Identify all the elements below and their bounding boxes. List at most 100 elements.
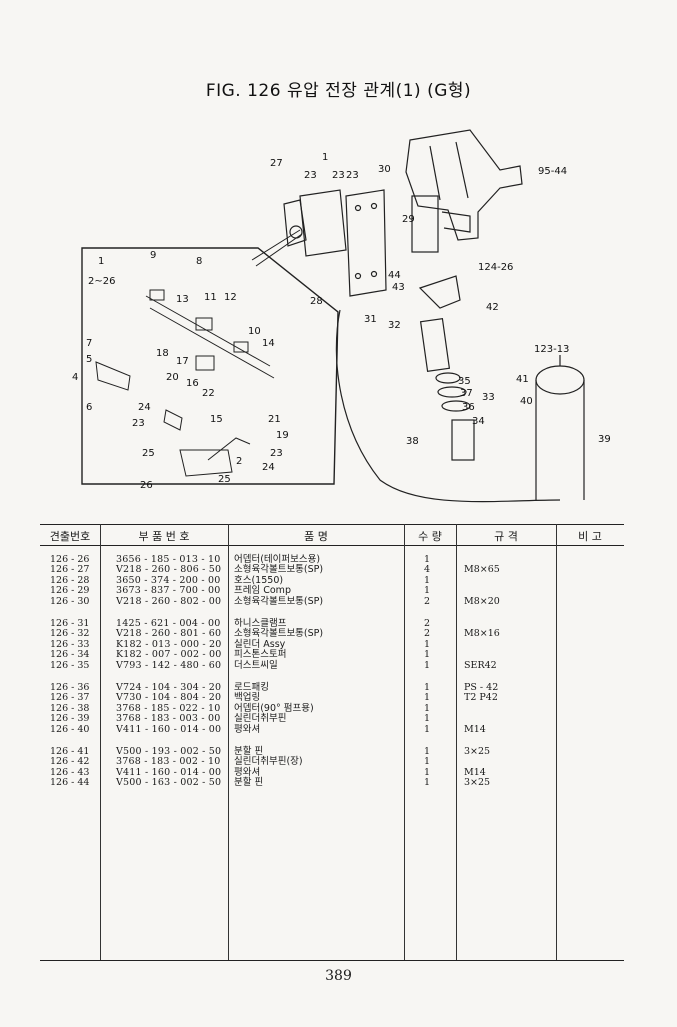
- callout: 33: [482, 392, 495, 403]
- specification: M8×65: [464, 564, 500, 576]
- quantity: 2: [424, 628, 431, 640]
- bottom-rule: [40, 960, 624, 961]
- callout: 9: [150, 250, 156, 261]
- callout: 30: [378, 164, 391, 175]
- specification: M14: [464, 723, 486, 735]
- specification: SER42: [464, 659, 497, 671]
- callout: 23: [332, 170, 345, 181]
- page-number: 389: [325, 968, 352, 984]
- header-qty: 수 량: [418, 530, 442, 543]
- part-ref-no: 126 - 41: [50, 746, 90, 757]
- quantity: 1: [424, 574, 431, 586]
- column-mount: [535, 355, 585, 500]
- specification: M8×20: [464, 595, 500, 607]
- part-number: 3656 - 185 - 013 - 10: [116, 554, 221, 565]
- callout: 31: [364, 314, 377, 325]
- callout: 26: [140, 480, 153, 491]
- callout: 44: [388, 270, 401, 281]
- callout: 14: [262, 338, 275, 349]
- callout: 24: [138, 402, 151, 413]
- callout: 32: [388, 320, 401, 331]
- specification: T2 P42: [464, 692, 498, 704]
- part-ref-no: 126 - 30: [50, 595, 90, 607]
- quantity: 2: [424, 618, 431, 629]
- callout: 39: [598, 434, 611, 445]
- part-number: 3768 - 183 - 003 - 00: [116, 713, 221, 725]
- callout: 12: [224, 292, 237, 303]
- column-divider: [456, 524, 457, 960]
- callout: 22: [202, 388, 215, 399]
- callout: 1: [98, 256, 104, 267]
- specification: 3×25: [464, 746, 491, 757]
- inset-leader: [255, 233, 303, 267]
- part-ref-no: 126 - 27: [50, 564, 90, 576]
- main-frame: [405, 129, 523, 253]
- header-name: 품 명: [304, 530, 328, 543]
- quantity: 1: [424, 649, 431, 661]
- part-ref-no: 126 - 31: [50, 618, 90, 629]
- exploded-parts-diagram: 27 1 23 23 23 30 95-44 29 124-26 44 43 2…: [0, 100, 677, 520]
- callout: 21: [268, 414, 281, 425]
- part-number: 3650 - 374 - 200 - 00: [116, 574, 221, 586]
- callout: 17: [176, 356, 189, 367]
- quantity: 1: [424, 756, 431, 768]
- figure-title: FIG. 126 유압 전장 관계(1) (G형): [205, 81, 472, 101]
- column-divider: [100, 524, 101, 960]
- part-number: V218 - 260 - 806 - 50: [116, 564, 222, 576]
- callout: 7: [86, 338, 92, 349]
- callout-labels: 27 1 23 23 23 30 95-44 29 124-26 44 43 2…: [72, 152, 611, 491]
- part-ref-no: 126 - 43: [50, 766, 90, 778]
- header-part-no: 부 품 번 호: [138, 530, 190, 543]
- part-ref-no: 126 - 28: [50, 574, 90, 586]
- callout: 43: [392, 282, 405, 293]
- callout: 6: [86, 402, 92, 413]
- callout: 4: [72, 372, 78, 383]
- table-row: 126 - 28 3650 - 374 - 200 - 00 호스(1550) 1: [40, 575, 624, 587]
- part-name: 피스톤스토퍼: [234, 649, 287, 661]
- part-name: 호스(1550): [234, 574, 284, 586]
- callout: 25: [142, 448, 155, 459]
- quantity: 2: [424, 595, 431, 607]
- valve-block: [283, 189, 347, 257]
- part-ref-no: 126 - 35: [50, 659, 90, 671]
- callout: 124-26: [478, 262, 513, 273]
- inset-detail-frame: [81, 247, 339, 485]
- callout: 19: [276, 430, 289, 441]
- part-ref-no: 126 - 42: [50, 756, 90, 768]
- table-header: 견출번호 부 품 번 호 품 명 수 량 규 격 비 고: [40, 524, 624, 546]
- callout: 1: [322, 152, 328, 163]
- part-number: V218 - 260 - 801 - 60: [116, 628, 222, 640]
- quantity: 1: [424, 585, 431, 597]
- quantity: 1: [424, 713, 431, 725]
- header-no: 견출번호: [49, 530, 91, 543]
- callout: 23: [346, 170, 359, 181]
- part-number: V500 - 163 - 002 - 50: [116, 777, 222, 789]
- callout: 42: [486, 302, 499, 313]
- callout: 23: [132, 418, 145, 429]
- part-ref-no: 126 - 44: [50, 777, 90, 789]
- column-divider: [228, 524, 229, 960]
- hose: [335, 309, 561, 503]
- part-name: 하니스클램프: [234, 618, 287, 629]
- frame-plate: [345, 189, 387, 297]
- callout: 20: [166, 372, 179, 383]
- inset-parts: [95, 289, 275, 477]
- part-number: V724 - 104 - 304 - 20: [116, 682, 222, 693]
- callout: 34: [472, 416, 485, 427]
- part-ref-no: 126 - 39: [50, 713, 90, 725]
- part-number: 3673 - 837 - 700 - 00: [116, 585, 221, 597]
- part-name: 로드패킹: [234, 682, 269, 693]
- quantity: 1: [424, 554, 431, 565]
- part-name: 실린더취부핀: [234, 713, 287, 725]
- specification: M8×16: [464, 628, 500, 640]
- quantity: 1: [424, 777, 431, 789]
- part-number: 3768 - 185 - 022 - 10: [116, 702, 221, 714]
- part-name: 프레임 Comp: [234, 585, 291, 597]
- part-name: 실린더취부핀(장): [234, 756, 303, 768]
